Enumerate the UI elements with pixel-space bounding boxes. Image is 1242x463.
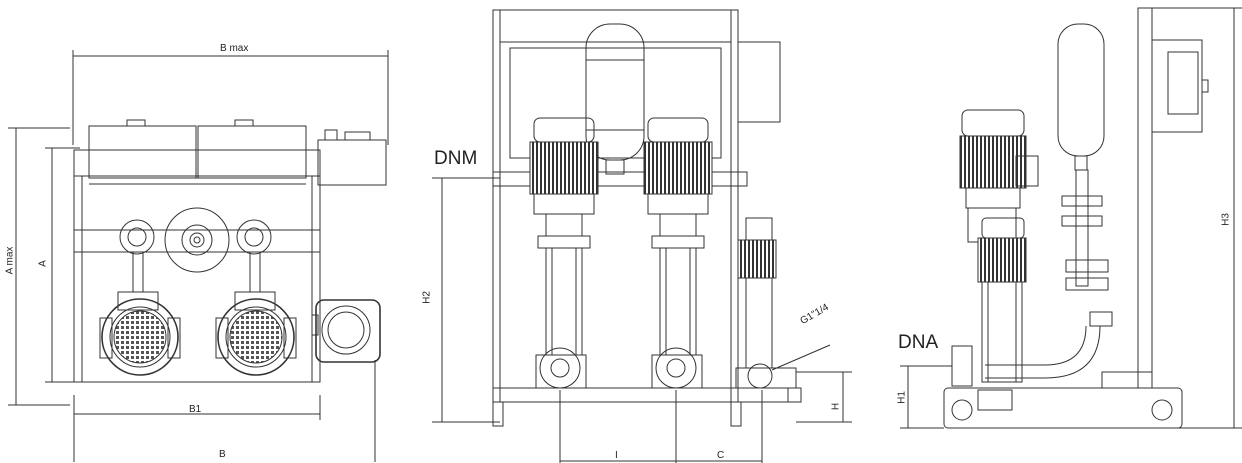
- label-h1: H1: [896, 391, 908, 404]
- label-h: H: [830, 402, 842, 411]
- label-b-max: B max: [220, 43, 249, 54]
- label-h2: H2: [421, 291, 433, 304]
- label-b: B: [219, 449, 226, 460]
- label-dna: DNA: [898, 332, 939, 353]
- top-view: [8, 50, 389, 462]
- label-a: A: [37, 260, 49, 267]
- label-dnm: DNM: [434, 148, 478, 169]
- label-a-max: A max: [4, 246, 16, 275]
- side-view: [900, 7, 1242, 429]
- front-view: [432, 9, 852, 463]
- label-b1: B1: [189, 404, 202, 415]
- label-c: C: [717, 450, 725, 461]
- label-h3: H3: [1220, 213, 1232, 226]
- label-i: I: [615, 450, 618, 461]
